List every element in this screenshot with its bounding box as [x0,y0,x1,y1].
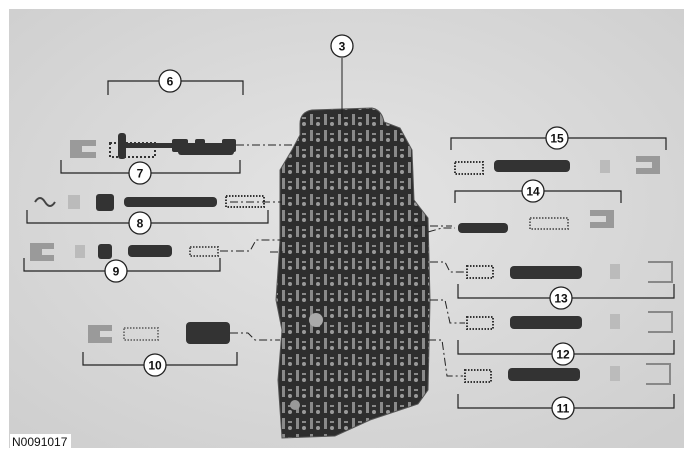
callout-15: 15 [545,126,569,150]
retainer-clip [88,325,112,343]
callout-label: 9 [113,265,120,279]
callout-11: 11 [551,396,575,420]
part-row-13 [466,261,673,283]
part-row-11 [464,363,671,385]
valve-body [275,107,431,439]
callout-label: 3 [339,40,346,54]
plug [75,245,85,258]
callout-label: 8 [137,217,144,231]
callout-label: 15 [550,132,564,146]
callout-label: 10 [148,359,162,373]
callout-12: 12 [551,342,575,366]
callout-9: 9 [104,259,128,283]
callout-13: 13 [549,286,573,310]
bore-plug [290,400,300,410]
valve-parts [30,133,673,385]
retainer-clip [70,140,96,158]
plug [68,195,80,209]
sleeve [98,244,112,259]
valve-spool [118,133,126,159]
callout-label: 12 [556,348,570,362]
clip [34,197,56,207]
callout-8: 8 [128,211,152,235]
callout-label: 7 [137,167,144,181]
spring [189,246,219,257]
valve-spool [178,146,234,155]
callout-7: 7 [128,161,152,185]
bore-plug [309,313,323,327]
valve-spool [186,322,230,344]
spring [225,195,265,208]
part-row-15 [454,156,660,175]
part-row-12 [466,311,673,333]
part-row-14 [458,210,614,233]
sleeve [96,194,114,211]
leader-lines [220,58,465,377]
callout-6: 6 [158,69,182,93]
spring [123,327,159,341]
callout-14: 14 [521,179,545,203]
callout-label: 11 [557,402,570,416]
callout-label: 13 [554,292,568,306]
callout-10: 10 [143,353,167,377]
callout-label: 6 [167,75,174,89]
callout-3: 3 [330,34,354,58]
figure-id-label: N0091017 [10,434,72,451]
valve-spool [128,245,172,257]
callout-label: 14 [526,185,540,199]
retainer-clip [30,243,54,261]
valve-spool [124,197,217,207]
spring [109,142,156,158]
